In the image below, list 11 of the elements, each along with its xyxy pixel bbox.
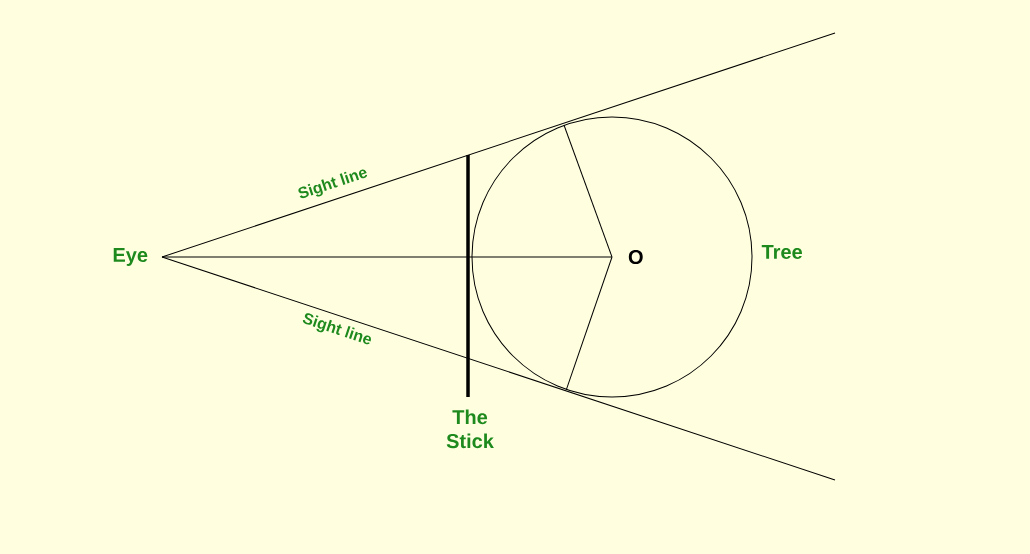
sight-line <box>161 256 836 481</box>
edge-label: Sight line <box>302 313 371 345</box>
stick-bar: The Stick <box>446 155 494 449</box>
sight-line <box>161 32 836 258</box>
edge-label: Sight line <box>298 169 368 199</box>
centre-label: O <box>628 249 643 265</box>
radius-line <box>565 256 613 391</box>
node-label: The Stick <box>446 409 494 449</box>
eye-label: Eye <box>113 248 148 266</box>
radius-line <box>563 124 613 258</box>
node-label: Tree <box>761 245 803 259</box>
